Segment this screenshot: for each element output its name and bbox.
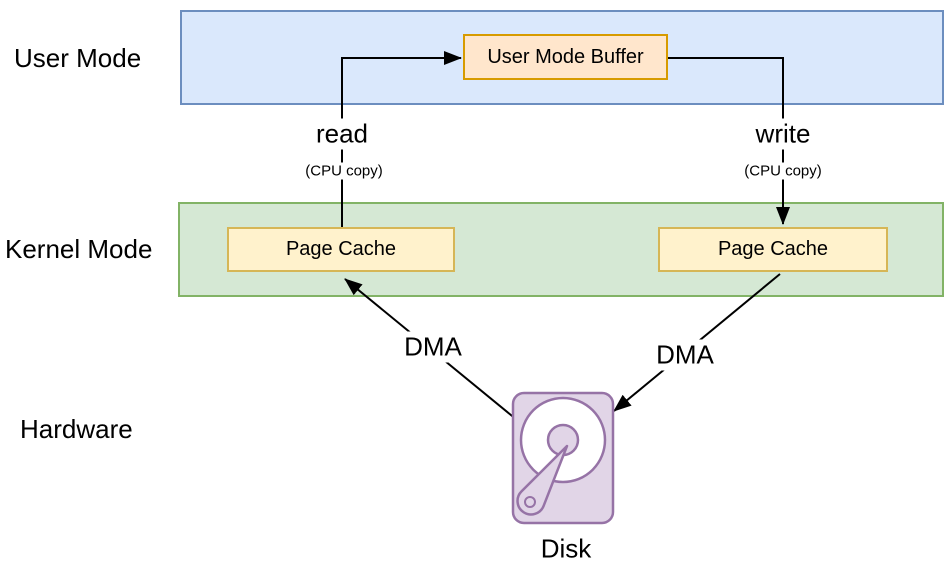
page-cache-right-text: Page Cache bbox=[717, 238, 829, 260]
read-cpu-copy-label: (CPU copy) bbox=[301, 162, 387, 180]
kernel-mode-label: Kernel Mode bbox=[5, 234, 153, 264]
dma-right-label: DMA bbox=[652, 339, 718, 371]
page-cache-left-text: Page Cache bbox=[285, 238, 397, 260]
user-mode-buffer-node: User Mode Buffer bbox=[463, 34, 668, 80]
user-mode-label: User Mode bbox=[14, 43, 142, 73]
dma-left-label: DMA bbox=[400, 331, 466, 363]
write-label: write bbox=[751, 118, 815, 150]
page-cache-right-node: Page Cache bbox=[658, 227, 888, 272]
read-label: read bbox=[311, 118, 373, 150]
write-cpu-copy-label: (CPU copy) bbox=[740, 162, 826, 180]
page-cache-left-node: Page Cache bbox=[227, 227, 455, 272]
disk-label: Disk bbox=[540, 533, 592, 564]
user-mode-buffer-text: User Mode Buffer bbox=[487, 45, 644, 68]
hardware-label: Hardware bbox=[20, 414, 133, 444]
hard-disk-icon bbox=[511, 391, 615, 525]
